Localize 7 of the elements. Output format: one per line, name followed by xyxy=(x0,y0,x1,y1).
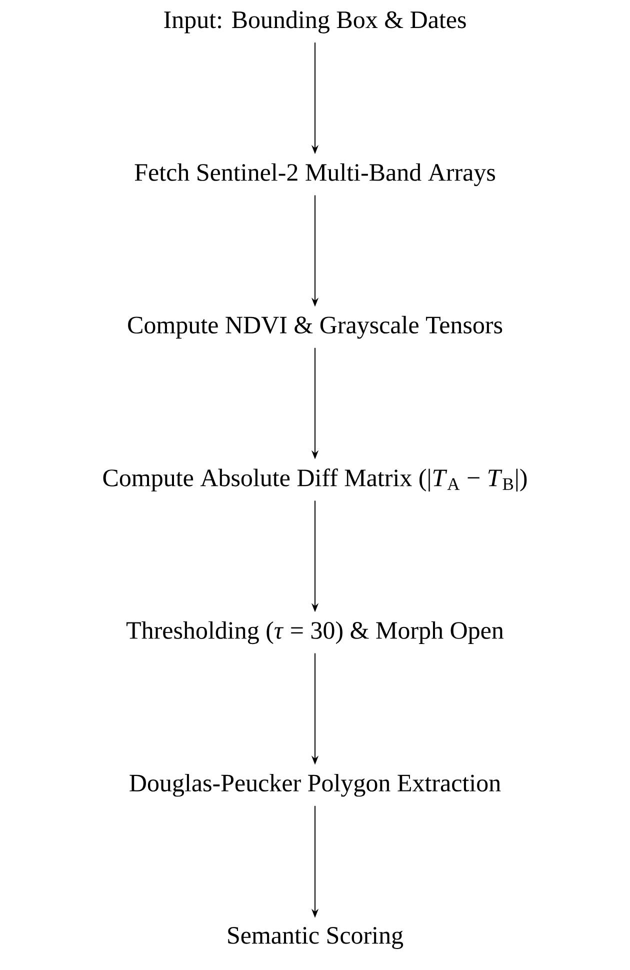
step-text: Input: Bounding Box & Dates xyxy=(164,10,466,34)
step-text: Compute NDVI & Grayscale Tensors xyxy=(128,316,502,339)
step-text: Semantic Scoring xyxy=(228,927,404,949)
step-text: Fetch Sentinel-2 Multi-Band Arrays xyxy=(134,163,495,186)
step-text: Compute Absolute Diff Matrix (|T$_{A}$ − T$_{B}$|) xyxy=(103,468,527,492)
step-text: Thresholding (τ = 30) & Morph Open xyxy=(126,621,504,644)
step-text: Douglas-Peucker Polygon Extraction xyxy=(130,774,501,797)
